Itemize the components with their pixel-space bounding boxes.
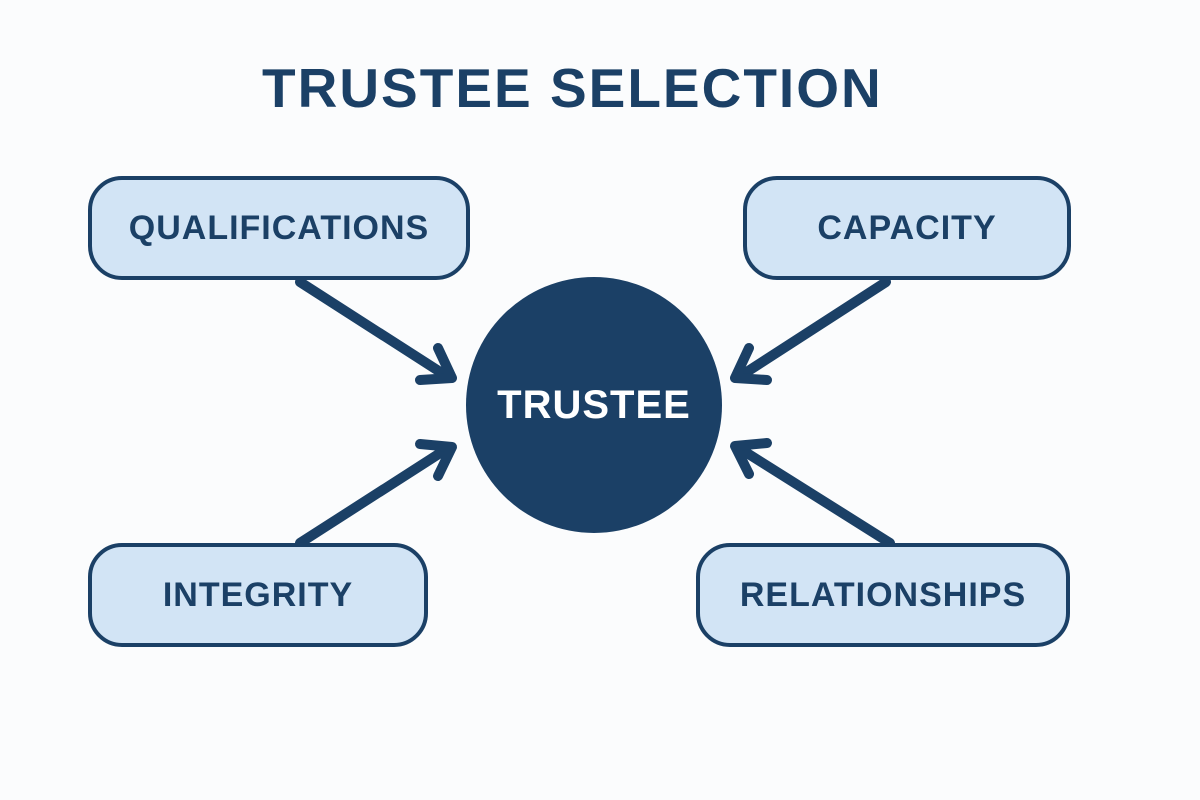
factor-label: CAPACITY bbox=[817, 208, 997, 247]
arrow-shaft bbox=[734, 277, 891, 382]
factor-label: RELATIONSHIPS bbox=[739, 575, 1027, 614]
arrow-shaft bbox=[295, 443, 453, 548]
arrow-capacity-to-trustee bbox=[730, 277, 891, 385]
arrow-integrity-to-trustee bbox=[295, 439, 457, 548]
factor-capacity: CAPACITY bbox=[743, 176, 1071, 280]
arrow-shaft bbox=[734, 443, 895, 548]
trustee-center-node: TRUSTEE bbox=[466, 277, 722, 533]
center-label: TRUSTEE bbox=[497, 382, 691, 427]
factor-qualifications: QUALIFICATIONS bbox=[88, 176, 470, 280]
diagram-title: TRUSTEE SELECTION bbox=[262, 57, 883, 119]
arrow-relationships-to-trustee bbox=[730, 438, 895, 548]
factor-integrity: INTEGRITY bbox=[88, 543, 428, 647]
factor-label: QUALIFICATIONS bbox=[128, 208, 430, 247]
arrow-qualifications-to-trustee bbox=[295, 277, 457, 385]
factor-label: INTEGRITY bbox=[162, 575, 354, 614]
arrow-shaft bbox=[295, 277, 453, 382]
arrow-head-icon bbox=[415, 343, 457, 385]
arrow-head-icon bbox=[730, 438, 772, 479]
factor-relationships: RELATIONSHIPS bbox=[696, 543, 1070, 647]
arrow-head-icon bbox=[730, 343, 772, 385]
arrow-head-icon bbox=[415, 439, 457, 481]
